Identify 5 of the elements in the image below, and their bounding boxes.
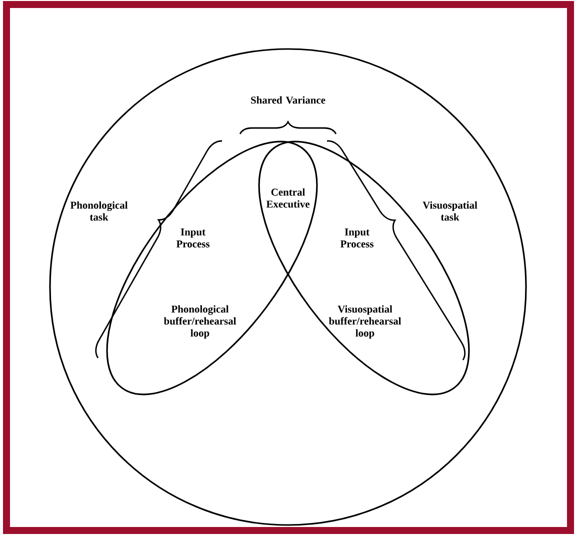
label: Shared Variance [251, 96, 326, 104]
circle [49, 48, 527, 526]
label: Visuospatial task [422, 201, 478, 221]
label: Central Executive [266, 188, 310, 208]
label: Phonological task [70, 201, 128, 221]
